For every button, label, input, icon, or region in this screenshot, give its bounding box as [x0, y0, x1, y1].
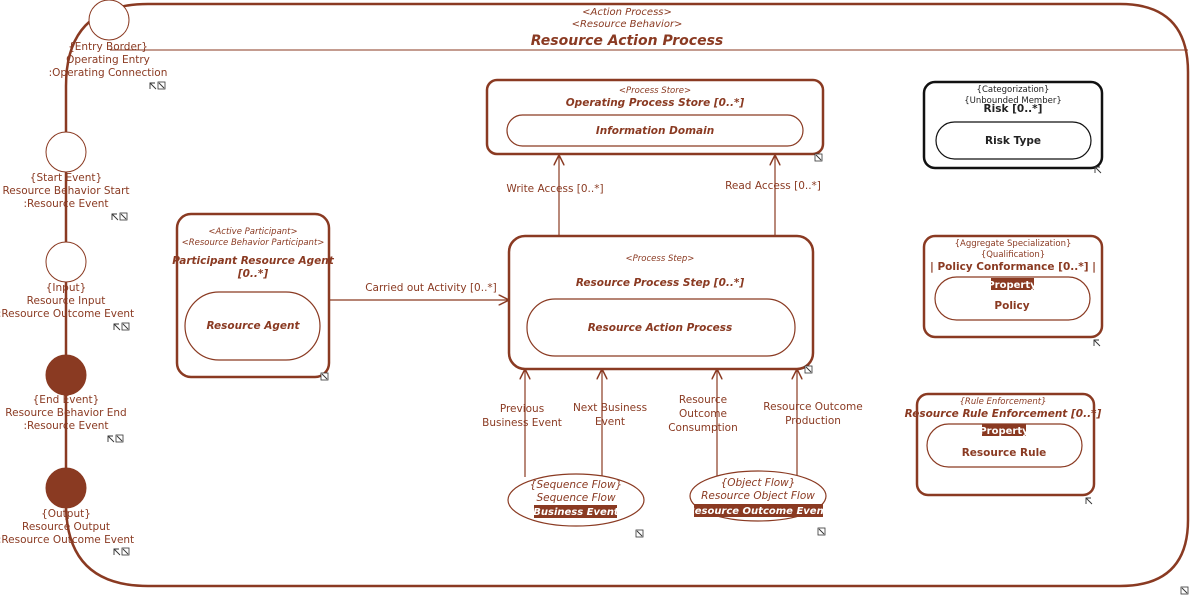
resource-rule-label: Resource Rule — [962, 447, 1047, 459]
frame-nav-icon[interactable] — [1180, 586, 1189, 595]
port-start-event[interactable]: {Start Event} Resource Behavior Start :R… — [2, 131, 130, 210]
object-flow-stereotype: {Object Flow} — [721, 477, 796, 489]
object-flow-nav-icon[interactable] — [817, 527, 826, 536]
object-flow-node[interactable]: {Object Flow} Resource Object Flow [Reso… — [682, 470, 834, 522]
port-start-name: Resource Behavior Start — [2, 185, 129, 197]
port-entry-nav-icon[interactable] — [149, 81, 166, 90]
rule-property-tag: Property — [979, 426, 1029, 437]
port-input[interactable]: {Input} Resource Input :Resource Outcome… — [0, 241, 134, 320]
process-step-stereotype: <Process Step> — [626, 254, 695, 264]
port-entry-type: :Operating Connection — [49, 67, 168, 79]
port-entry-border[interactable]: {Entry Border} Operating Entry :Operatin… — [49, 0, 168, 79]
risk-stereotype-2: {Unbounded Member} — [964, 96, 1061, 106]
risk-title: Risk [0..*] — [984, 103, 1043, 115]
risk-stereotype-1: {Categorization} — [977, 85, 1050, 95]
process-store-stereotype: <Process Store> — [619, 86, 691, 96]
frame-stereotype-1: <Action Process> — [582, 7, 672, 18]
participant-title-1: Participant Resource Agent — [172, 255, 335, 267]
previous-event-label-1: Previous — [500, 403, 544, 415]
policy-nav-icon[interactable] — [1093, 339, 1101, 347]
entry-port-circle[interactable] — [88, 0, 130, 41]
write-access-label: Write Access [0..*] — [506, 183, 603, 195]
port-output-name: Resource Output — [22, 521, 110, 533]
port-output[interactable]: {Output} Resource Output :Resource Outco… — [0, 467, 134, 546]
information-domain-part[interactable] — [506, 114, 804, 147]
process-store-box[interactable]: <Process Store> Operating Process Store … — [485, 78, 825, 156]
participant-stereotype-1: <Active Participant> — [208, 227, 297, 237]
port-end-name: Resource Behavior End — [5, 407, 126, 419]
policy-property-tag: Property — [987, 280, 1037, 291]
resource-agent-part[interactable] — [184, 291, 321, 361]
port-output-type: :Resource Outcome Event — [0, 534, 134, 546]
policy-stereotype-1: {Aggregate Specialization} — [955, 239, 1072, 249]
read-access-label: Read Access [0..*] — [725, 180, 821, 192]
port-entry-stereo: {Entry Border} — [68, 41, 148, 53]
policy-title: | Policy Conformance [0..*] | — [930, 261, 1096, 273]
resource-agent-label: Resource Agent — [206, 320, 300, 332]
policy-stereotype-2: {Qualification} — [981, 250, 1045, 260]
port-input-type: :Resource Outcome Event — [0, 308, 134, 320]
port-end-type: :Resource Event — [23, 420, 108, 432]
rule-stereotype: {Rule Enforcement} — [960, 397, 1047, 407]
process-store-title: Operating Process Store [0..*] — [566, 97, 745, 109]
port-entry-name: Operating Entry — [66, 54, 150, 66]
output-port-circle[interactable] — [45, 467, 87, 509]
sequence-flow-node[interactable]: {Sequence Flow} Sequence Flow [Business … — [507, 473, 645, 527]
resource-action-process-part[interactable] — [526, 298, 796, 357]
port-input-name: Resource Input — [27, 295, 106, 307]
start-port-circle[interactable] — [45, 131, 87, 173]
previous-event-label-2: Business Event — [482, 417, 562, 429]
production-label-2: Production — [785, 415, 841, 427]
policy-box[interactable]: {Aggregate Specialization} {Qualificatio… — [922, 234, 1104, 339]
port-start-stereo: {Start Event} — [30, 172, 102, 184]
policy-label: Policy — [994, 300, 1029, 312]
object-flow-name: Resource Object Flow — [701, 490, 815, 502]
sequence-flow-stereotype: {Sequence Flow} — [530, 479, 622, 491]
object-flow-type-tag: [Resource Outcome Event] — [682, 506, 834, 517]
port-end-nav-icon[interactable] — [107, 434, 124, 443]
port-end-stereo: {End Event} — [33, 394, 100, 406]
next-event-label-2: Event — [595, 416, 625, 428]
participant-title-2: [0..*] — [237, 268, 269, 280]
policy-part[interactable] — [934, 276, 1091, 321]
process-store-nav-icon[interactable] — [814, 153, 823, 162]
risk-box[interactable]: {Categorization} {Unbounded Member} Risk… — [922, 80, 1104, 170]
port-start-type: :Resource Event — [23, 198, 108, 210]
rule-nav-icon[interactable] — [1085, 497, 1093, 505]
port-output-nav-icon[interactable] — [113, 547, 130, 556]
port-input-stereo: {Input} — [46, 282, 87, 294]
rule-title: Resource Rule Enforcement [0..*] — [905, 408, 1102, 420]
risk-nav-icon[interactable] — [1094, 166, 1102, 174]
end-port-circle[interactable] — [45, 354, 87, 396]
production-label-1: Resource Outcome — [763, 401, 862, 413]
carried-out-label: Carried out Activity [0..*] — [365, 282, 497, 294]
process-step-nav-icon[interactable] — [804, 365, 813, 374]
consumption-label-1: Resource — [679, 394, 727, 406]
process-step-title: Resource Process Step [0..*] — [576, 277, 745, 289]
sequence-flow-name: Sequence Flow — [536, 492, 616, 504]
sequence-flow-nav-icon[interactable] — [635, 529, 644, 538]
risk-type-label: Risk Type — [985, 135, 1041, 147]
consumption-label-2: Outcome — [679, 408, 727, 420]
process-step-box[interactable]: <Process Step> Resource Process Step [0.… — [507, 234, 815, 371]
input-port-circle[interactable] — [45, 241, 87, 283]
risk-type-part[interactable] — [935, 121, 1092, 160]
information-domain-label: Information Domain — [596, 125, 714, 137]
process-frame[interactable] — [64, 2, 1190, 588]
participant-stereotype-2: <Resource Behavior Participant> — [182, 238, 325, 248]
consumption-label-3: Consumption — [668, 422, 738, 434]
frame-stereotype-2: <Resource Behavior> — [572, 19, 683, 30]
sequence-flow-type-tag: [Business Event] — [528, 507, 624, 518]
resource-action-process-label: Resource Action Process — [588, 322, 732, 334]
frame-title: Resource Action Process — [531, 33, 724, 49]
rule-box[interactable]: {Rule Enforcement} Resource Rule Enforce… — [905, 392, 1102, 497]
port-output-stereo: {Output} — [41, 508, 91, 520]
port-input-nav-icon[interactable] — [113, 322, 130, 331]
next-event-label-1: Next Business — [573, 402, 647, 414]
participant-box[interactable]: <Active Participant> <Resource Behavior … — [172, 212, 335, 379]
port-end-event[interactable]: {End Event} Resource Behavior End :Resou… — [5, 354, 127, 432]
port-start-nav-icon[interactable] — [111, 212, 128, 221]
participant-nav-icon[interactable] — [320, 372, 329, 381]
